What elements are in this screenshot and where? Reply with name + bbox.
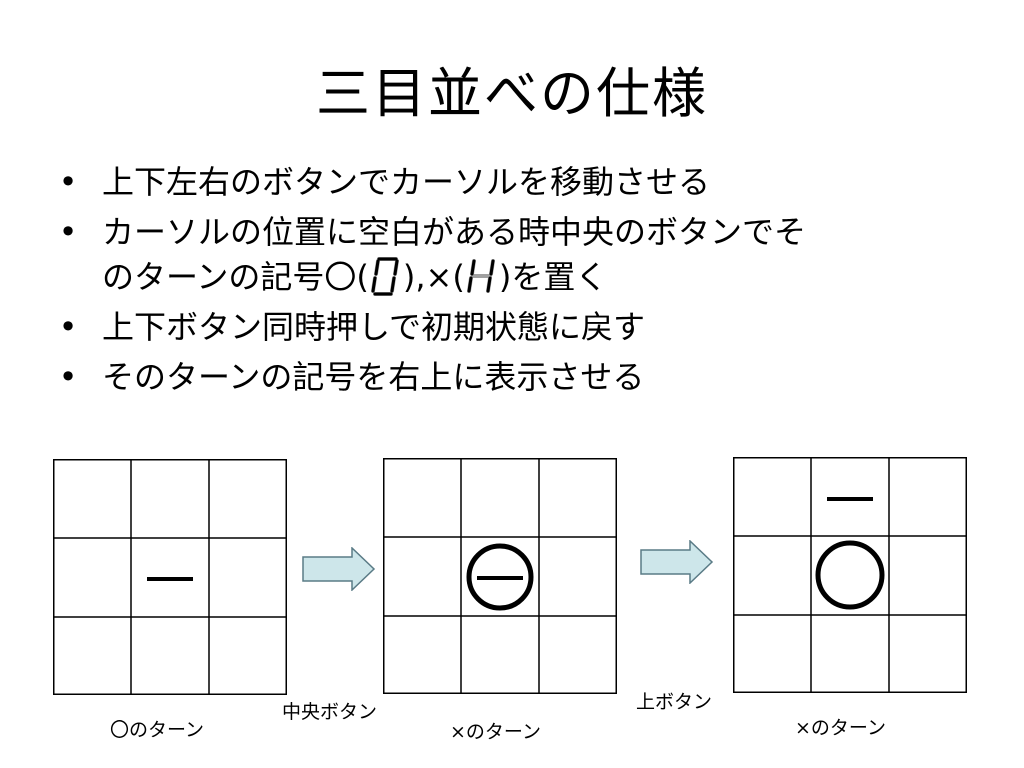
tictactoe-board-2 <box>383 458 617 694</box>
bullet-text: )を置く <box>498 258 608 296</box>
bullet-item: • 上下左右のボタンでカーソルを移動させる <box>58 160 958 204</box>
bullet-dot: • <box>58 358 78 396</box>
bullet-text: 上下ボタン同時押しで初期状態に戻す <box>102 308 646 346</box>
board-caption: ×のターン <box>795 717 886 739</box>
slide-title: 三目並べの仕様 <box>316 62 708 125</box>
right-arrow-icon <box>640 539 714 588</box>
bullet-dot: • <box>58 308 78 346</box>
circle-mark-icon <box>466 543 534 611</box>
bullet-text: のターンの記号〇( <box>102 258 369 296</box>
bullet-list: • 上下左右のボタンでカーソルを移動させる • カーソルの位置に空白がある時中央… <box>58 160 958 405</box>
bullet-item: • そのターンの記号を右上に表示させる <box>58 355 958 399</box>
arrow-label: 上ボタン <box>636 691 713 713</box>
board-caption: 〇のターン <box>110 719 205 741</box>
bullet-item: • 上下ボタン同時押しで初期状態に戻す <box>58 305 958 349</box>
tictactoe-board-3 <box>733 457 967 693</box>
bullet-text: そのターンの記号を右上に表示させる <box>102 358 645 396</box>
bullet-dot: • <box>58 213 78 251</box>
bullet-text: ),×( <box>402 258 465 296</box>
board-caption: ×のターン <box>450 721 541 743</box>
tictactoe-board-1 <box>53 459 287 695</box>
circle-mark-icon <box>815 540 885 610</box>
bullet-item: • カーソルの位置に空白がある時中央のボタンでそ のターンの記号〇( <box>58 210 958 299</box>
right-arrow-icon <box>302 546 376 595</box>
seven-segment-o-icon <box>369 254 403 298</box>
seven-segment-x-icon <box>465 254 499 298</box>
arrow-label: 中央ボタン <box>282 701 378 723</box>
bullet-dot: • <box>58 163 78 201</box>
bullet-text: 上下左右のボタンでカーソルを移動させる <box>102 163 711 201</box>
bullet-text: カーソルの位置に空白がある時中央のボタンでそ <box>102 213 807 251</box>
